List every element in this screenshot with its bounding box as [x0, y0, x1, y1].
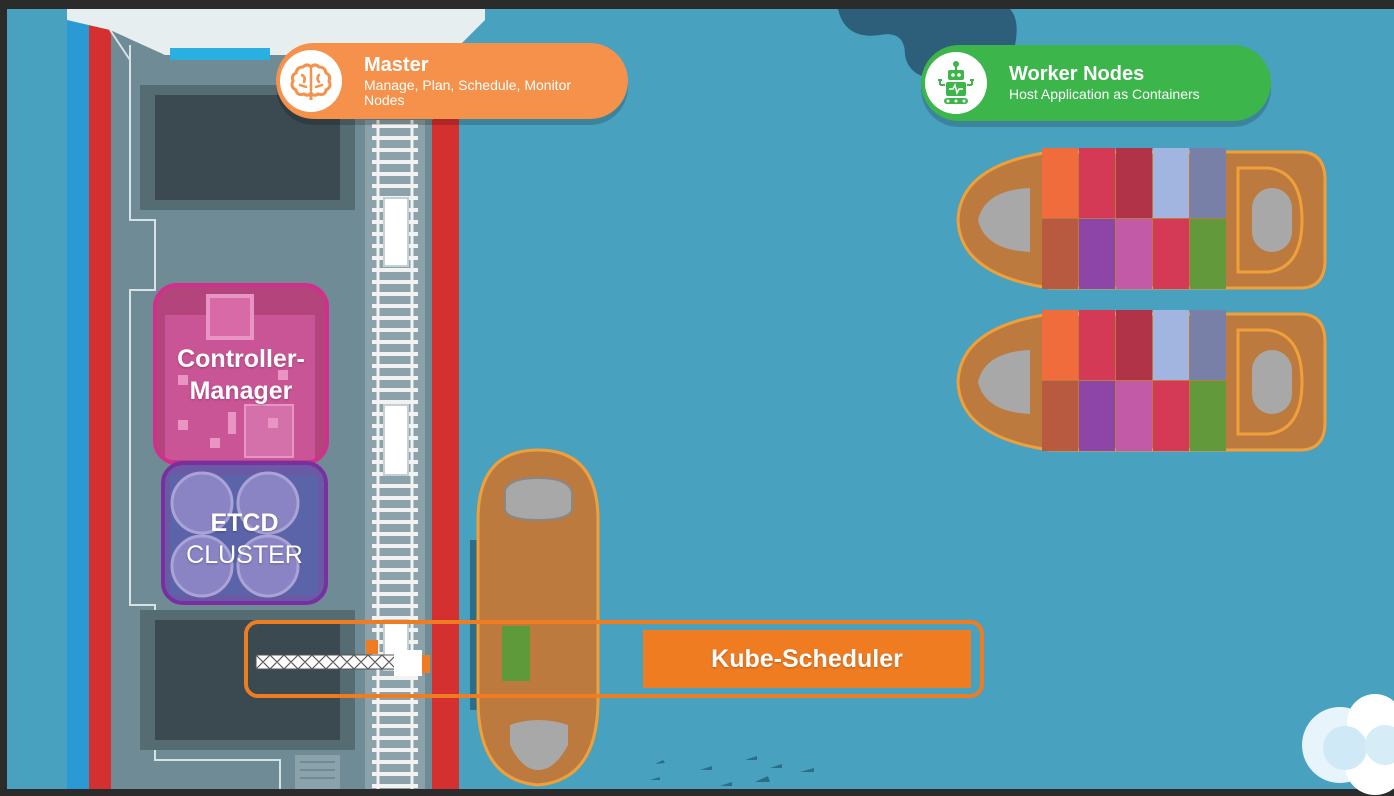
container	[1190, 381, 1226, 451]
worker-nodes-title: Worker Nodes	[1009, 63, 1145, 86]
container	[1190, 310, 1226, 380]
container	[1153, 148, 1189, 218]
kube-scheduler-text: Kube-Scheduler	[711, 645, 903, 673]
container	[1153, 219, 1189, 289]
crane-gantry	[255, 640, 430, 676]
container	[1116, 310, 1152, 380]
cloud	[1302, 694, 1394, 795]
master-subtitle: Manage, Plan, Schedule, Monitor Nodes	[364, 76, 572, 108]
robot-icon	[925, 52, 987, 114]
container	[1116, 381, 1152, 451]
container	[1190, 148, 1226, 218]
master-badge: Master Manage, Plan, Schedule, Monitor N…	[276, 43, 628, 119]
container	[1042, 148, 1078, 218]
etcd-line1: ETCD	[210, 509, 279, 537]
controller-manager-line1: Controller-	[177, 345, 305, 373]
etcd-building	[163, 463, 326, 603]
container	[1153, 310, 1189, 380]
etcd-border	[161, 461, 328, 605]
worker-ship-2	[956, 310, 1327, 452]
kube-scheduler-border	[244, 620, 984, 698]
container	[1079, 310, 1115, 380]
worker-nodes-badge: Worker Nodes Host Application as Contain…	[921, 45, 1271, 121]
cargo-ship-center	[470, 448, 600, 787]
blue-strip	[67, 9, 89, 789]
kube-scheduler-label: Kube-Scheduler	[643, 643, 971, 675]
controller-manager-line2: Manager	[189, 377, 293, 405]
etcd-label: ETCD CLUSTER	[163, 507, 326, 571]
worker-nodes-subtitle: Host Application as Containers	[1009, 86, 1200, 103]
container	[1153, 381, 1189, 451]
water-ripples	[650, 756, 814, 786]
container	[1079, 148, 1115, 218]
etcd-line2: CLUSTER	[186, 541, 303, 569]
container	[1190, 219, 1226, 289]
container	[1116, 148, 1152, 218]
container	[1079, 219, 1115, 289]
brain-icon	[280, 50, 342, 112]
master-title: Master	[364, 53, 429, 76]
container	[1042, 381, 1078, 451]
controller-manager-building	[155, 285, 327, 463]
container	[1042, 310, 1078, 380]
container	[1079, 381, 1115, 451]
kube-scheduler-box	[643, 630, 971, 688]
container	[1116, 219, 1152, 289]
worker-ships	[956, 148, 1327, 452]
container	[1042, 219, 1078, 289]
controller-manager-label: Controller- Manager	[155, 343, 327, 407]
worker-ship-1	[956, 148, 1327, 290]
